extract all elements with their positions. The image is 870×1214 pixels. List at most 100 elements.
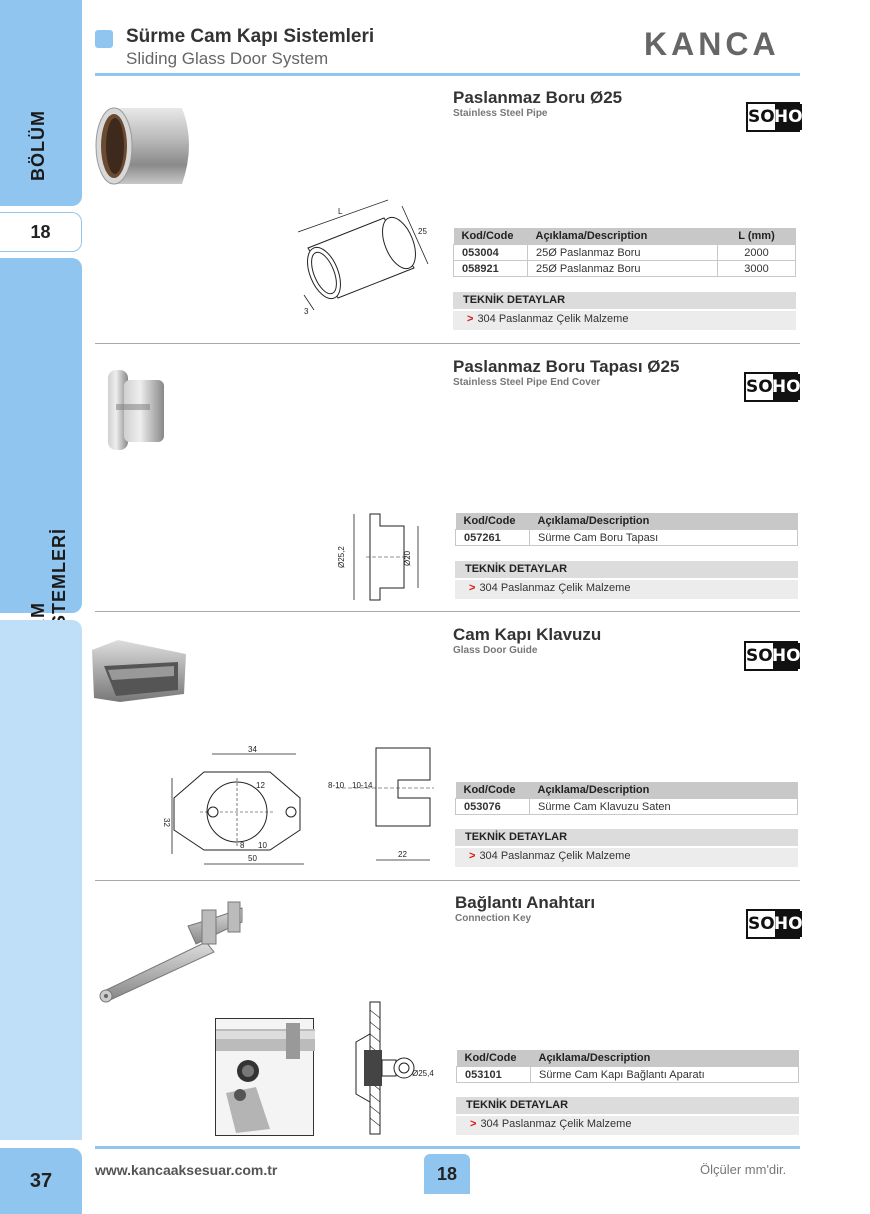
product-subtitle: Stainless Steel Pipe [453,108,548,119]
page-number: 37 [0,1148,82,1214]
tech-header: TEKNİK DETAYLAR [453,292,796,309]
product-subtitle: Connection Key [455,913,532,924]
arrow-right-icon: > [469,582,476,594]
arrow-right-icon: > [467,313,474,325]
product-subtitle: Stainless Steel Pipe End Cover [453,377,601,388]
pipe-drawing: L 25 3 [297,199,429,316]
product-subtitle: Glass Door Guide [453,645,538,656]
guide-dim-50: 50 [248,854,257,863]
table-row: 053076 Sürme Cam Klavuzu Saten [455,798,798,815]
guide-dim-12: 12 [256,781,265,790]
spec-table: Kod/Code Açıklama/Description L (mm) 053… [453,228,796,277]
cell-code: 057261 [455,529,530,546]
tech-value: >304 Paslanmaz Çelik Malzeme [456,1116,799,1135]
sidebar-label-bolum: BÖLÜM [28,110,48,181]
col-code: Kod/Code [453,228,528,245]
pipe-dim-length: L [338,207,343,216]
col-desc: Açıklama/Description [529,782,798,799]
table-row: 053004 25Ø Paslanmaz Boru 2000 [453,244,796,261]
col-desc: Açıklama/Description [529,513,798,530]
guide-dim-34: 34 [248,745,257,754]
table-row: 058921 25Ø Paslanmaz Boru 3000 [453,260,796,277]
page-title: Sürme Cam Kapı Sistemleri [126,26,375,47]
section-divider [95,611,800,612]
cell-length: 2000 [717,244,796,261]
spec-table: Kod/Code Açıklama/Description 057261 Sür… [455,513,798,546]
col-code: Kod/Code [455,513,530,530]
sidebar-bottom-block: CAM SİSTEMLERİ [0,258,82,646]
brand-logo: KANCA [644,26,780,62]
soho-badge: SO HO [746,102,803,132]
cell-code: 053004 [453,244,528,261]
soho-badge-left: SO [746,643,773,669]
section-divider [95,343,800,344]
product-title: Paslanmaz Boru Ø25 [453,88,623,107]
pipe-dim-diameter: 25 [418,227,427,236]
section-divider [95,880,800,881]
soho-badge-left: SO [746,374,773,400]
section-tab: 18 [424,1154,470,1194]
product-title: Bağlantı Anahtarı [455,893,596,912]
cell-desc: Sürme Cam Kapı Bağlantı Aparatı [530,1066,799,1083]
tech-header: TEKNİK DETAYLAR [455,829,798,846]
spec-table: Kod/Code Açıklama/Description 053076 Sür… [455,782,798,815]
installation-photo [215,1018,315,1136]
header-rule [95,73,800,76]
guide-dim-8: 8 [240,841,245,850]
table-row: 057261 Sürme Cam Boru Tapası [455,529,798,546]
tech-value: >304 Paslanmaz Çelik Malzeme [453,311,796,330]
door-guide-drawing-front: 34 32 50 12 8 10 [162,745,304,865]
installation-photo-art [216,1023,315,1133]
soho-badge: SO HO [744,641,801,671]
tech-value: >304 Paslanmaz Çelik Malzeme [455,580,798,599]
website-link[interactable]: www.kancaaksesuar.com.tr [95,1162,278,1178]
col-code: Kod/Code [456,1050,531,1067]
soho-badge-right: HO [772,643,801,669]
arrow-right-icon: > [470,1118,477,1130]
footer-rule [95,1146,800,1149]
soho-badge-left: SO [748,911,775,937]
header-square-icon [95,30,113,48]
product-title: Cam Kapı Klavuzu [453,625,602,644]
guide-dim-10-14: 10-14 [352,781,373,790]
spec-table: Kod/Code Açıklama/Description 053101 Sür… [456,1050,799,1083]
end-cover-drawing: Ø25,2 Ø20 [337,513,419,601]
sidebar-lower-block [0,620,82,1140]
pipe-photo [95,107,189,185]
soho-badge-left: SO [748,104,775,130]
cell-code: 058921 [453,260,528,277]
tech-text: 304 Paslanmaz Çelik Malzeme [477,313,629,325]
cell-code: 053101 [456,1066,531,1083]
tech-text: 304 Paslanmaz Çelik Malzeme [479,850,631,862]
tech-header: TEKNİK DETAYLAR [456,1097,799,1114]
page-subtitle: Sliding Glass Door System [126,49,329,68]
col-length: L (mm) [717,228,796,245]
soho-badge-right: HO [772,374,801,400]
col-desc: Açıklama/Description [530,1050,799,1067]
col-desc: Açıklama/Description [527,228,718,245]
product-title: Paslanmaz Boru Tapası Ø25 [453,357,680,376]
tech-value: >304 Paslanmaz Çelik Malzeme [455,848,798,867]
connection-key-section-drawing: Ø25,4 [355,1001,434,1135]
cell-desc: 25Ø Paslanmaz Boru [527,244,718,261]
arrow-right-icon: > [469,850,476,862]
guide-dim-10: 10 [258,841,267,850]
units-note: Ölçüler mm'dir. [700,1162,787,1177]
cell-desc: Sürme Cam Boru Tapası [529,529,798,546]
table-row: 053101 Sürme Cam Kapı Bağlantı Aparatı [456,1066,799,1083]
cell-code: 053076 [455,798,530,815]
key-dim-diameter: Ø25,4 [412,1069,434,1078]
end-cover-photo [108,370,164,450]
cell-desc: Sürme Cam Klavuzu Saten [529,798,798,815]
end-cover-dim-outer: Ø25,2 [337,546,346,568]
door-guide-drawing-side: 8-10 10-14 22 [328,747,434,861]
guide-dim-8-10: 8-10 [328,781,345,790]
guide-dim-32: 32 [162,818,171,827]
soho-badge-right: HO [774,911,803,937]
pipe-dim-thickness: 3 [304,307,309,316]
sidebar-top-block: BÖLÜM [0,0,82,206]
soho-badge: SO HO [746,909,803,939]
tech-text: 304 Paslanmaz Çelik Malzeme [479,582,631,594]
tech-text: 304 Paslanmaz Çelik Malzeme [480,1118,632,1130]
end-cover-dim-inner: Ø20 [403,550,412,566]
